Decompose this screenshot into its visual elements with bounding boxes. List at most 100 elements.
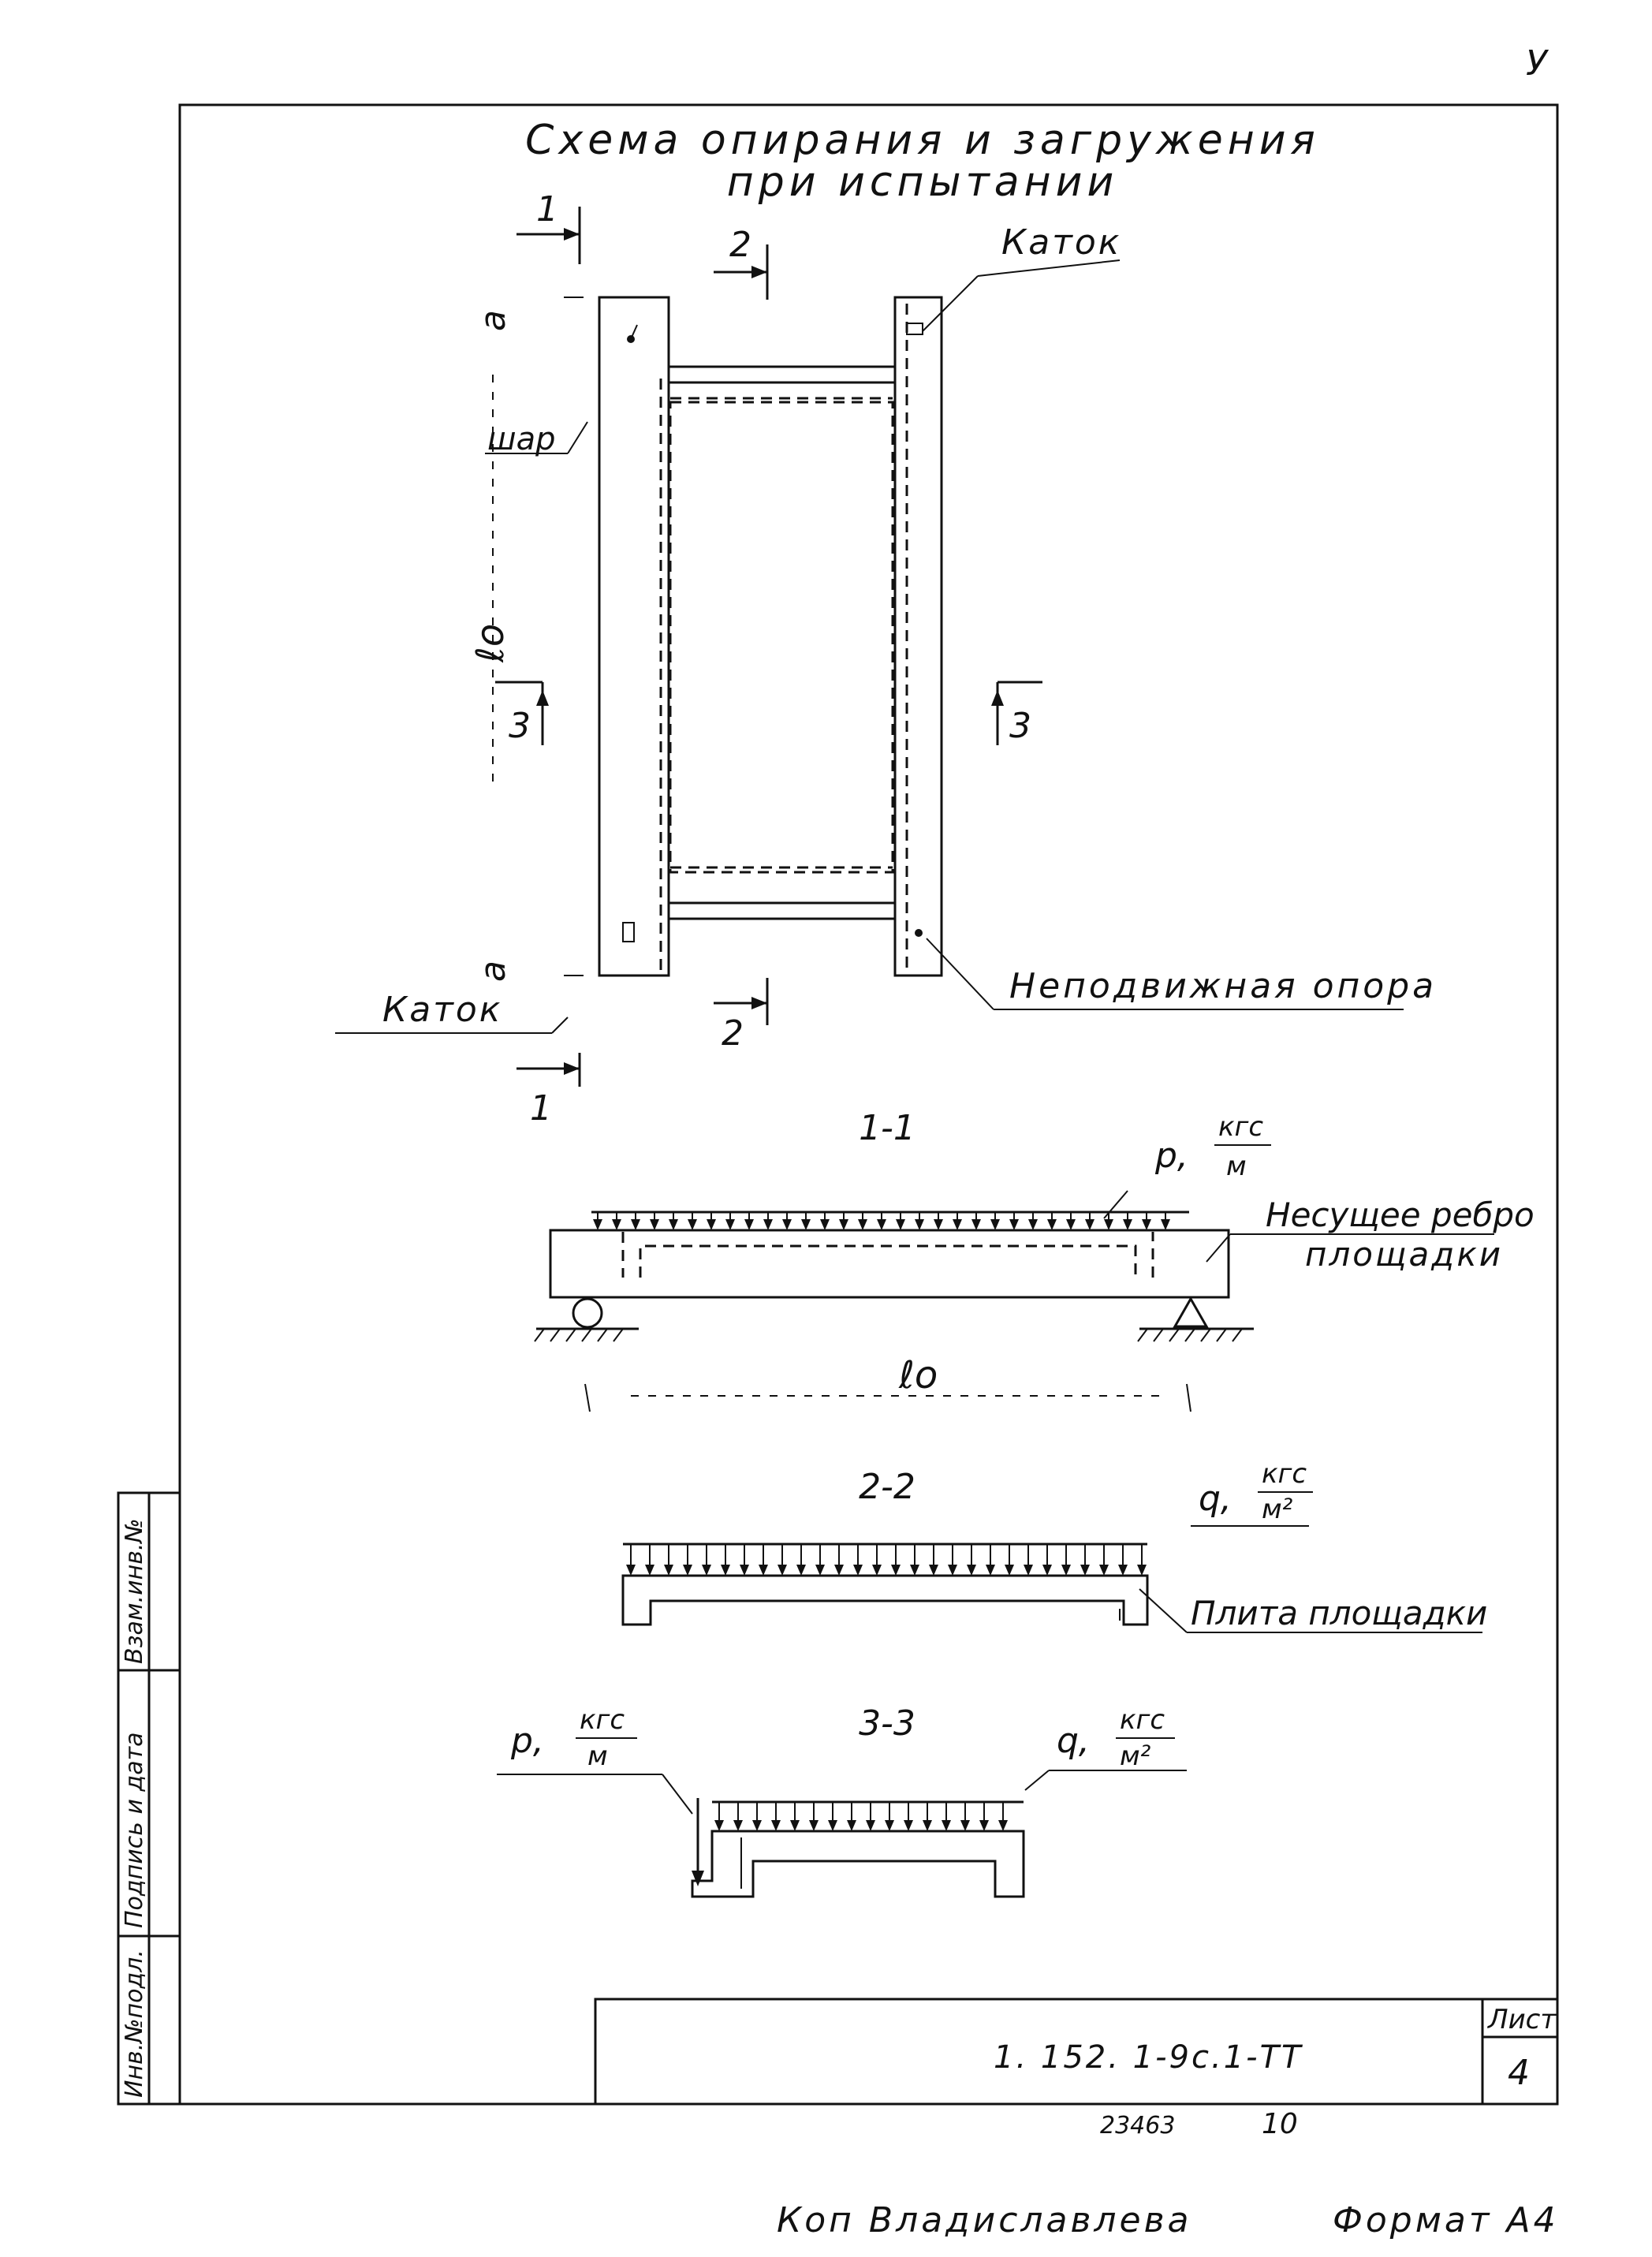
section-2-top-label: 2 xyxy=(729,225,751,265)
load-arrow-head xyxy=(872,1565,882,1576)
stamp-code: 1. 152. 1-9с.1-ТТ xyxy=(994,2039,1303,2076)
load-arrow-head xyxy=(593,1219,602,1230)
load-arrow-head xyxy=(721,1565,730,1576)
section-1-bottom-label: 1 xyxy=(530,1088,552,1128)
load-arrow-head xyxy=(1024,1565,1033,1576)
footer-page: 10 xyxy=(1262,2108,1298,2140)
load-arrow-head xyxy=(853,1565,863,1576)
load-arrow-head xyxy=(771,1820,781,1831)
section-3-right-label: 3 xyxy=(1009,706,1031,746)
section-3-3: 3-3 р, кгс м q, кгс м² xyxy=(497,1703,1187,1898)
plan-hidden-contour xyxy=(669,401,894,874)
roller-support xyxy=(572,1297,603,1329)
dim-a-bottom: а xyxy=(473,961,513,982)
side-inv-podl: Инв.№подл. xyxy=(121,1949,148,2098)
section-2-2-load-unit-num: кгс xyxy=(1262,1458,1307,1490)
load-arrow-head xyxy=(669,1219,678,1230)
load-arrow-head xyxy=(1047,1219,1057,1230)
load-arrow-head xyxy=(847,1820,856,1831)
load-arrow-head xyxy=(790,1820,800,1831)
section-2-2: 2-2 q, кгс м² Плита площадки xyxy=(621,1458,1487,1633)
label-plate: Плита площадки xyxy=(1191,1594,1487,1632)
dim-l0-plan: ℓо xyxy=(468,624,513,663)
label-katok-bottom: Каток xyxy=(382,990,502,1030)
section-1-1-load-unit-num: кгс xyxy=(1218,1111,1263,1143)
stamp-sheet-label: Лист xyxy=(1486,2004,1557,2035)
title-line-1: Схема опирания и загружения xyxy=(525,117,1320,164)
load-arrow-head xyxy=(815,1565,825,1576)
load-arrow-head xyxy=(645,1565,654,1576)
load-arrow-head xyxy=(725,1219,735,1230)
fixed-support-mark xyxy=(915,929,923,937)
section-3-3-load-p-num: кгс xyxy=(580,1704,625,1736)
load-arrow-head xyxy=(1009,1219,1019,1230)
load-arrow-head xyxy=(796,1565,806,1576)
section-2-2-load-arrows xyxy=(626,1544,1147,1576)
load-arrow-head xyxy=(1080,1565,1090,1576)
load-arrow-head xyxy=(759,1565,768,1576)
section-1-1: 1-1 p, кгс м ℓо ℓо Несущее ребро площадк… xyxy=(534,1108,1535,1412)
section-3-3-load-arrows xyxy=(714,1802,1008,1831)
load-arrow-head xyxy=(967,1565,976,1576)
load-arrow-head xyxy=(631,1219,640,1230)
load-arrow-head xyxy=(1142,1219,1151,1230)
label-shar: шар xyxy=(487,421,556,457)
load-arrow-head xyxy=(1137,1565,1147,1576)
load-arrow-head xyxy=(612,1219,621,1230)
load-arrow-head xyxy=(1123,1219,1132,1230)
roller-support-mark-top xyxy=(906,323,923,335)
load-arrow-head xyxy=(1118,1565,1128,1576)
label-fixed-support: Неподвижная опора xyxy=(1009,966,1437,1006)
footer-copied: Коп Владиславлева xyxy=(777,2200,1192,2240)
load-arrow-head xyxy=(858,1219,867,1230)
section-1-1-load-p: p, xyxy=(1154,1136,1188,1176)
sheet-frame xyxy=(178,103,1559,2106)
load-arrow-head xyxy=(986,1565,995,1576)
load-arrow-head xyxy=(885,1820,894,1831)
load-arrow-head xyxy=(942,1820,951,1831)
title-line-2: при испытании xyxy=(727,159,1119,206)
section-2-bottom-label: 2 xyxy=(722,1013,744,1054)
section-1-1-load-unit-den: м xyxy=(1226,1151,1247,1182)
load-arrow-head xyxy=(1061,1565,1071,1576)
plan-right-rib xyxy=(893,296,943,977)
section-1-top-label: 1 xyxy=(536,189,558,229)
load-arrow-head xyxy=(1066,1219,1076,1230)
section-3-left-label: 3 xyxy=(509,706,531,746)
load-arrow-head xyxy=(626,1565,636,1576)
section-3-3-load-q-num: кгс xyxy=(1120,1704,1165,1736)
footer-format: Формат А4 xyxy=(1333,2200,1559,2240)
load-arrow-head xyxy=(683,1565,692,1576)
load-arrow-head xyxy=(809,1820,819,1831)
section-1-1-dim-l0: ℓо xyxy=(898,1353,938,1397)
page-number-top: У xyxy=(1526,43,1549,84)
section-2-2-load-unit-den: м² xyxy=(1262,1494,1293,1525)
load-arrow-head xyxy=(948,1565,957,1576)
section-1-1-beam xyxy=(549,1229,1230,1299)
load-arrow-head xyxy=(1099,1565,1109,1576)
load-arrow-head xyxy=(733,1820,743,1831)
load-arrow-head xyxy=(1104,1219,1113,1230)
load-arrow-head xyxy=(752,1820,762,1831)
load-arrow-head xyxy=(891,1565,901,1576)
load-arrow-head xyxy=(904,1820,913,1831)
load-arrow-head xyxy=(979,1820,989,1831)
side-stamp: Инв.№подл. Подпись и дата Взам.инв.№ xyxy=(117,1491,181,2106)
load-arrow-head xyxy=(740,1565,749,1576)
load-arrow-head xyxy=(839,1219,848,1230)
load-arrow-head xyxy=(744,1219,754,1230)
section-3-3-load-p-den: м xyxy=(587,1740,608,1772)
fixed-support xyxy=(1173,1296,1209,1328)
load-arrow-head xyxy=(929,1565,938,1576)
roller-support-mark-bottom xyxy=(622,922,635,942)
footer-number: 23463 xyxy=(1100,2112,1175,2139)
load-arrow-head xyxy=(702,1565,711,1576)
load-arrow-head xyxy=(714,1820,724,1831)
load-arrow-head xyxy=(877,1219,886,1230)
load-arrow-head xyxy=(801,1219,811,1230)
load-arrow-head xyxy=(1028,1219,1038,1230)
load-arrow-head xyxy=(664,1565,673,1576)
load-arrow-head xyxy=(923,1820,932,1831)
load-arrow-head xyxy=(834,1565,844,1576)
